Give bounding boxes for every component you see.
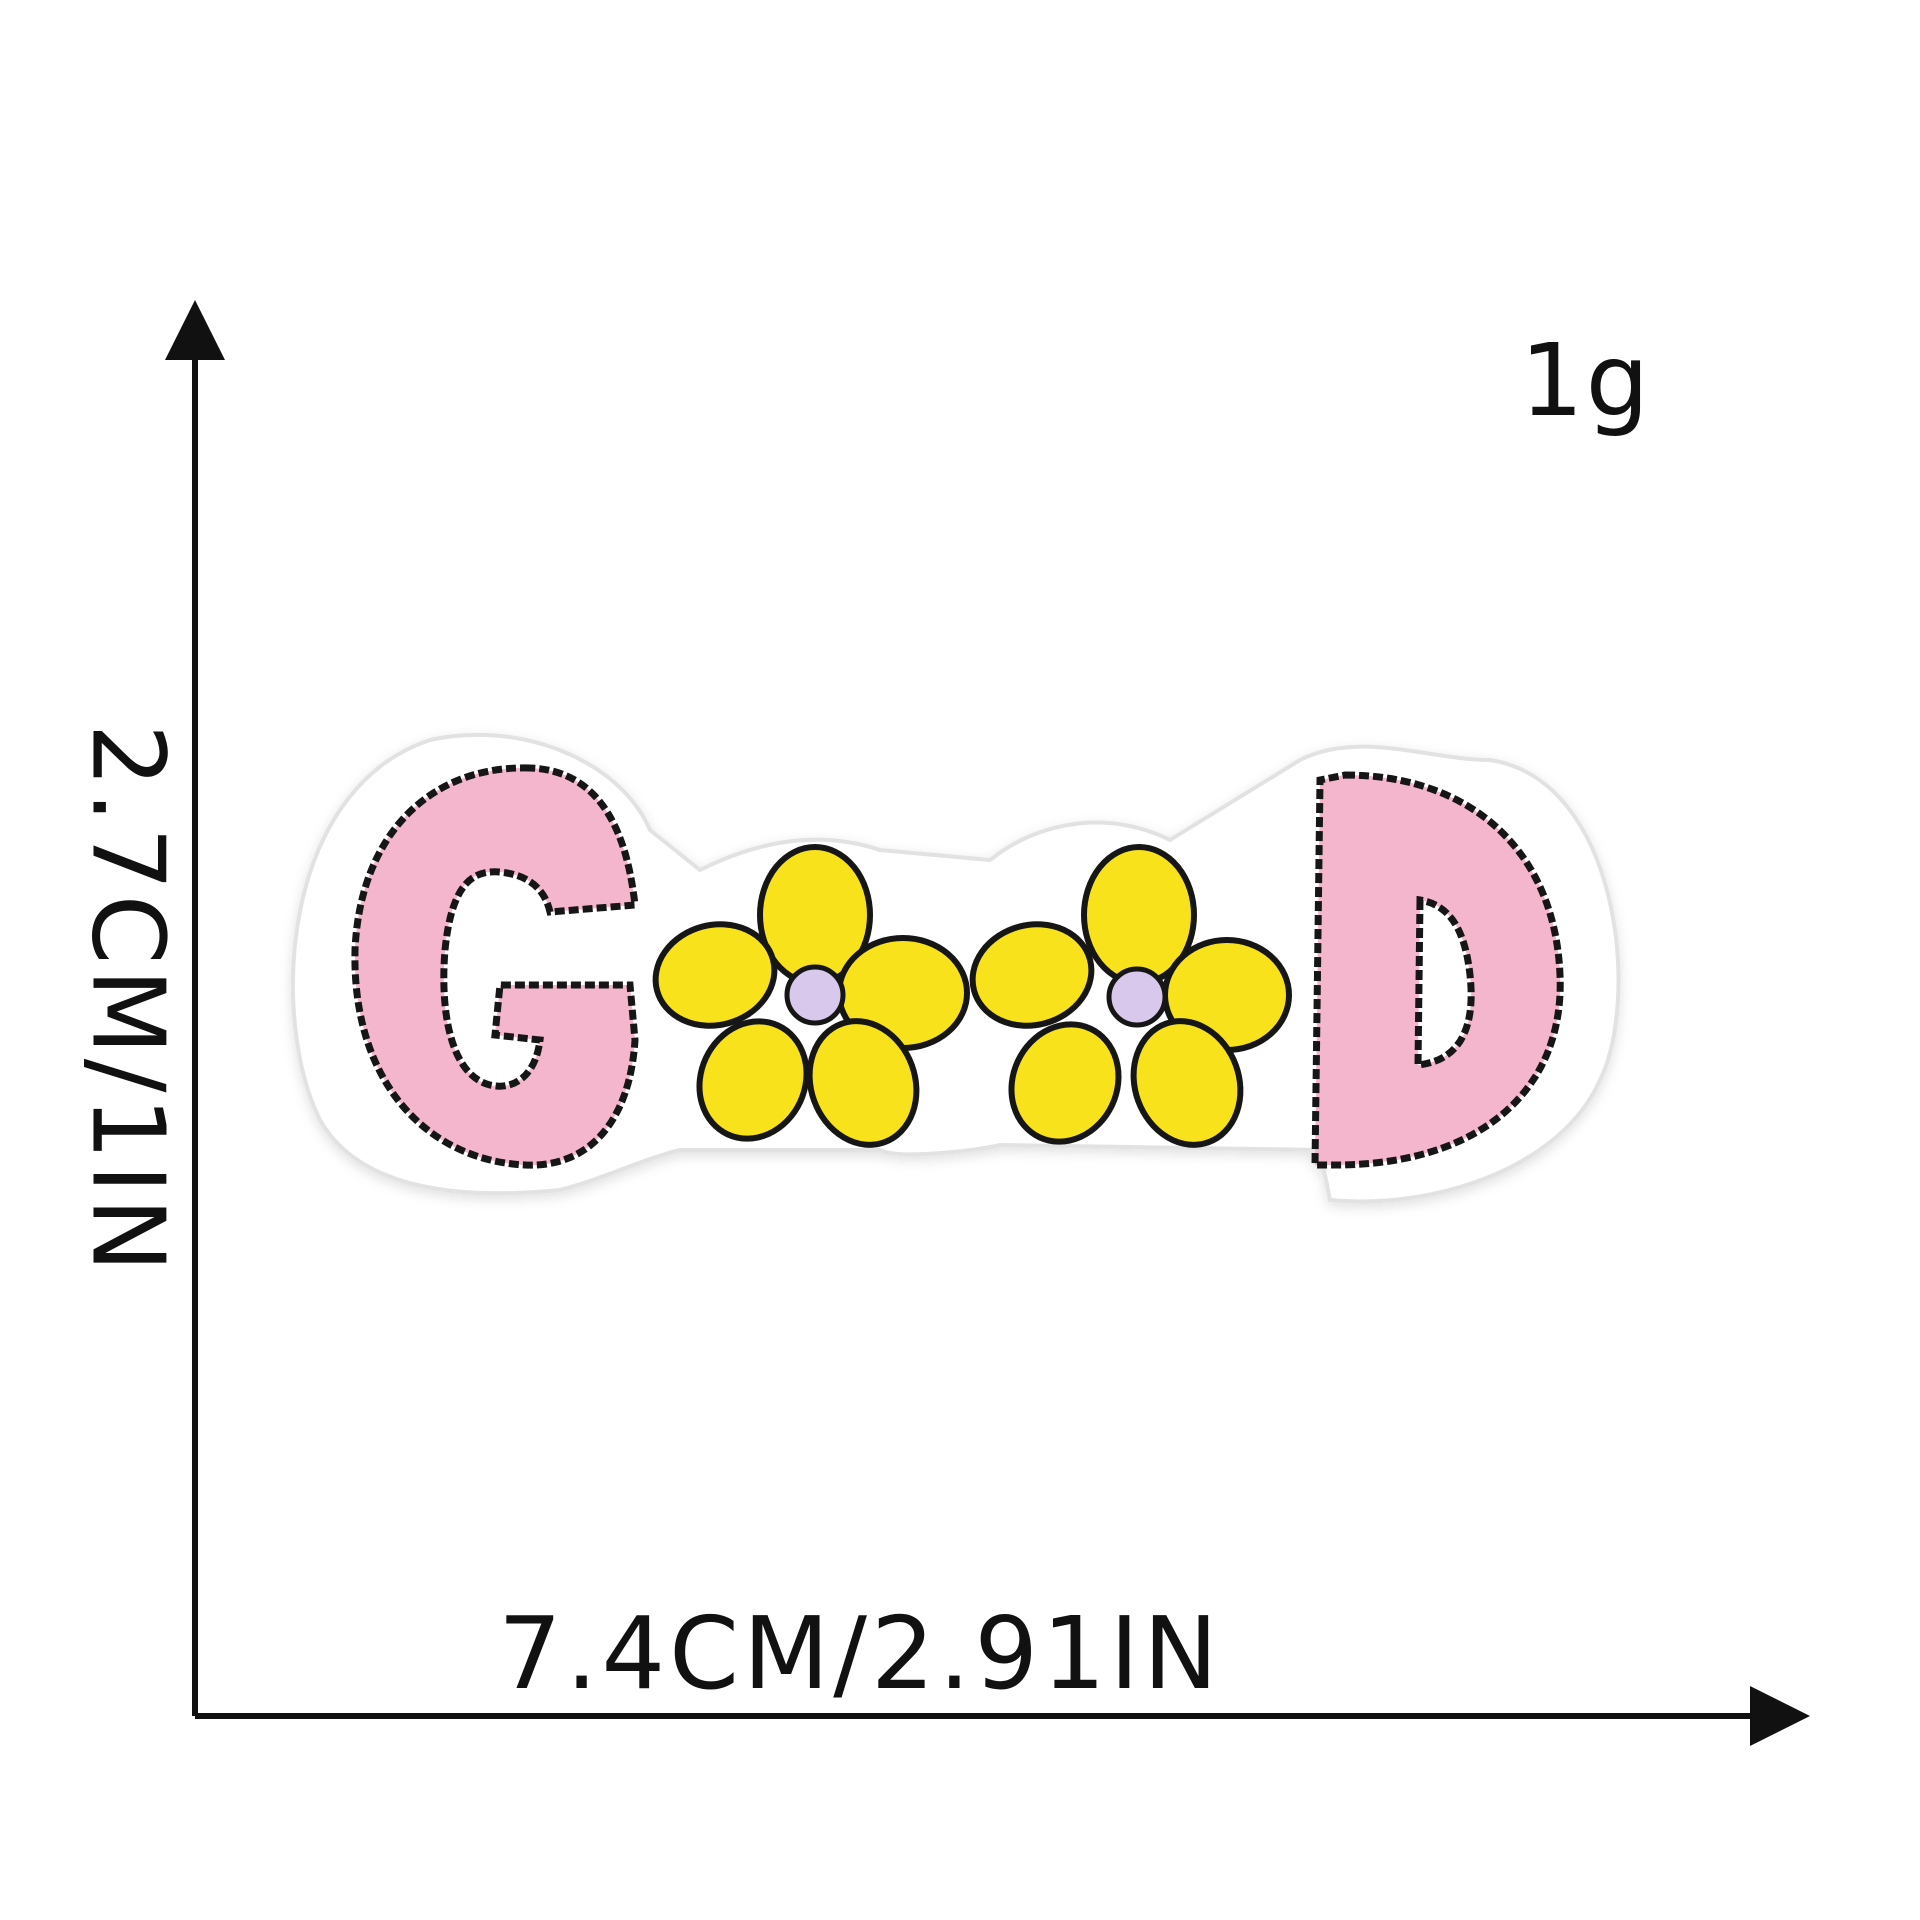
height-dimension-label: 2.7CM/1IN xyxy=(69,723,187,1277)
flower-icon xyxy=(969,844,1292,1148)
letter-d xyxy=(1311,771,1564,1169)
flower-icon xyxy=(652,844,970,1148)
patch xyxy=(290,732,1621,1204)
letter-g xyxy=(351,764,639,1169)
width-dimension-label: 7.4CM/2.91IN xyxy=(498,1595,1222,1712)
weight-label: 1g xyxy=(1520,322,1652,439)
